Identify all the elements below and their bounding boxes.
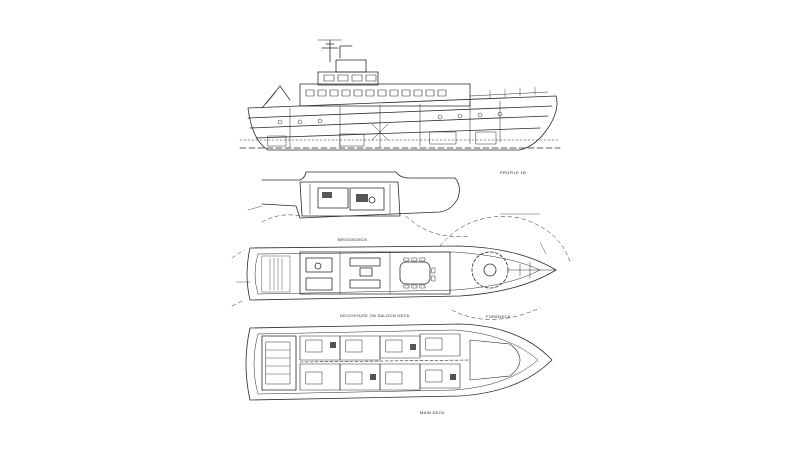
saloon-deck-label: DECKHOUSE ON SALOON DECK <box>340 313 410 318</box>
clearance-arcs <box>231 214 571 320</box>
foredeck-label: FOREDECK <box>486 314 511 319</box>
profile-label: PROFILE 1B <box>500 170 526 175</box>
profile-view: PROFILE 1B <box>239 39 561 175</box>
bridge-deck-label: BRIDGEDECK <box>338 237 367 242</box>
saloon-deck-plan: DECKHOUSE ON SALOON DECK FOREDECK <box>246 245 557 319</box>
main-deck-plan: MAIN DECK <box>245 323 553 415</box>
bridge-deck-plan: BRIDGEDECK <box>261 171 460 242</box>
main-deck-label: MAIN DECK <box>420 410 445 415</box>
annotation-marks <box>235 205 547 283</box>
